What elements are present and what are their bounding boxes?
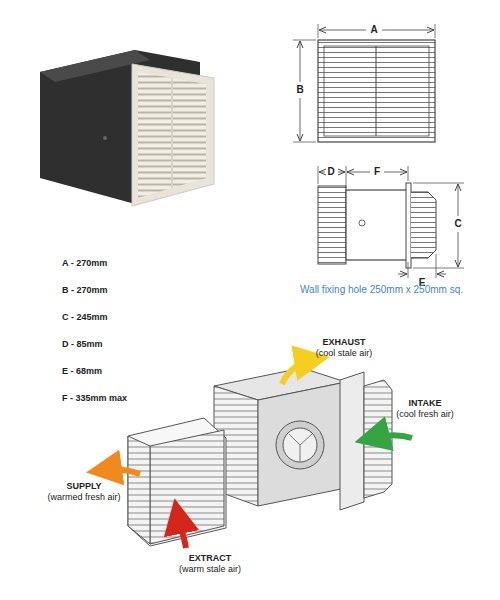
product-photo: [40, 50, 214, 206]
extension-line: [293, 142, 316, 143]
extension-line: [436, 254, 437, 278]
fan-opening: [276, 421, 324, 469]
dimension-letter: D: [326, 166, 335, 178]
dimension-line: [458, 184, 459, 216]
fan: [283, 428, 317, 462]
front-cover: [128, 418, 226, 546]
extension-line: [318, 24, 319, 38]
wall-hole-note: Wall fixing hole 250mm x 250mm sq.: [300, 284, 463, 296]
dimension-value: D - 85mm: [62, 339, 103, 349]
dimension-line: [384, 172, 407, 173]
front-outline: [318, 40, 435, 142]
extract-arrow: [178, 516, 186, 548]
dimension-line: [300, 41, 301, 82]
airflow-note: (warmed fresh air): [47, 492, 120, 502]
wall-flange: [406, 183, 411, 268]
extension-line: [408, 262, 409, 278]
airflow-name: INTAKE: [409, 398, 442, 408]
front-view: [293, 24, 435, 142]
dimension-letter: F: [373, 166, 381, 178]
exhaust-arrow: [282, 360, 312, 384]
wall-plate: [340, 372, 364, 510]
dimension-line: [319, 30, 366, 31]
dimension-value: C - 245mm: [62, 312, 108, 322]
airflow-name: SUPPLY: [66, 481, 101, 491]
supply-arrow: [104, 469, 140, 474]
intake-arrow: [372, 435, 412, 438]
dimension-line: [347, 172, 370, 173]
dimension-value: B - 270mm: [62, 285, 108, 295]
extension-line: [318, 166, 319, 184]
dimension-letter: C: [453, 218, 462, 230]
dimension-line: [382, 30, 434, 31]
front-divider: [376, 46, 377, 136]
fan-blades: [289, 434, 312, 461]
housing-side: [258, 382, 346, 506]
extension-line: [413, 183, 464, 184]
dimension-line: [338, 172, 345, 173]
extension-line: [413, 268, 464, 269]
dimension-value: E - 68mm: [62, 366, 102, 376]
airflow-note: (warm stale air): [179, 564, 241, 574]
side-view: [318, 166, 464, 278]
dimension-letter: B: [295, 84, 304, 96]
airflow-note: (cool stale air): [316, 348, 373, 358]
front-cover-slats: [150, 430, 224, 544]
dimension-line: [437, 274, 446, 275]
dimension-line: [319, 172, 325, 173]
extension-line: [435, 24, 436, 38]
dimension-line: [398, 274, 407, 275]
front-inner: [324, 46, 429, 136]
grille-slats: [138, 72, 206, 198]
extension-line: [293, 40, 316, 41]
screw: [359, 220, 365, 226]
airflow-name: EXHAUST: [322, 337, 365, 347]
screw: [103, 136, 107, 140]
rear-grille: [411, 192, 436, 258]
grille-frame: [132, 64, 214, 206]
front-cover-side: [128, 436, 150, 544]
body-side: [346, 190, 408, 260]
airflow-name: EXTRACT: [189, 553, 232, 563]
grille-side: [318, 186, 346, 264]
airflow-note: (cool fresh air): [396, 409, 454, 419]
dimension-letter: A: [369, 24, 378, 36]
grille-divider: [171, 78, 173, 188]
exploded-unit: [128, 368, 392, 546]
dimension-line: [300, 98, 301, 141]
dimension-value: A - 270mm: [62, 258, 107, 268]
dimension-line: [458, 232, 459, 267]
dimension-value: F - 335mm max: [62, 393, 127, 403]
extension-line: [408, 166, 409, 181]
extension-line: [346, 166, 347, 188]
